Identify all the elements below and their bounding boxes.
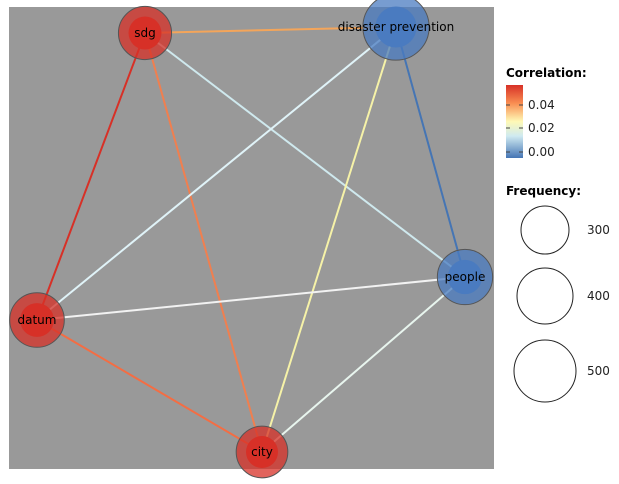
correlation-colorbar <box>506 85 523 158</box>
node-label: disaster prevention <box>338 20 454 34</box>
node-inner-circle <box>128 16 162 50</box>
node-label: people <box>445 270 486 284</box>
node-label: sdg <box>134 26 156 40</box>
frequency-legend-circle-300 <box>520 205 570 255</box>
node-datum: datum <box>9 292 65 348</box>
edge-sdg-dp <box>144 26 397 34</box>
node-inner-circle <box>245 435 279 469</box>
edge-sdg-people <box>144 32 466 278</box>
colorbar-tick-0: 0.04 <box>506 98 555 112</box>
node-inner-circle <box>447 259 483 295</box>
edge-dp-people <box>395 26 466 278</box>
edge-city-people <box>261 276 466 453</box>
node-city: city <box>235 425 289 479</box>
node-label: datum <box>18 313 57 327</box>
edge-datum-city <box>36 319 263 453</box>
node-people: people <box>436 248 494 306</box>
correlation-legend-title: Correlation: <box>506 66 587 80</box>
node-label: city <box>251 445 273 459</box>
colorbar-tick-label: 0.00 <box>528 145 555 159</box>
frequency-legend-circle-400 <box>516 267 574 325</box>
node-inner-circle <box>375 6 417 48</box>
edge-sdg-city <box>144 32 263 453</box>
edge-sdg-datum <box>36 32 146 321</box>
edge-datum-people <box>36 276 466 321</box>
colorbar-tick-2: 0.00 <box>506 145 555 159</box>
frequency-legend-circle-500 <box>513 339 577 403</box>
colorbar-tick-label: 0.04 <box>528 98 555 112</box>
edge-dp-datum <box>36 26 397 321</box>
node-dp: disaster prevention <box>338 0 454 61</box>
frequency-legend-label: 500 <box>587 364 610 378</box>
node-inner-circle <box>20 303 54 337</box>
plot-panel <box>9 7 494 469</box>
edge-dp-city <box>261 26 397 453</box>
frequency-legend-label: 400 <box>587 289 610 303</box>
frequency-legend-label: 300 <box>587 223 610 237</box>
colorbar-tick-label: 0.02 <box>528 121 555 135</box>
colorbar-tick-1: 0.02 <box>506 121 555 135</box>
node-sdg: sdg <box>117 5 173 61</box>
frequency-legend-title: Frequency: <box>506 184 581 198</box>
